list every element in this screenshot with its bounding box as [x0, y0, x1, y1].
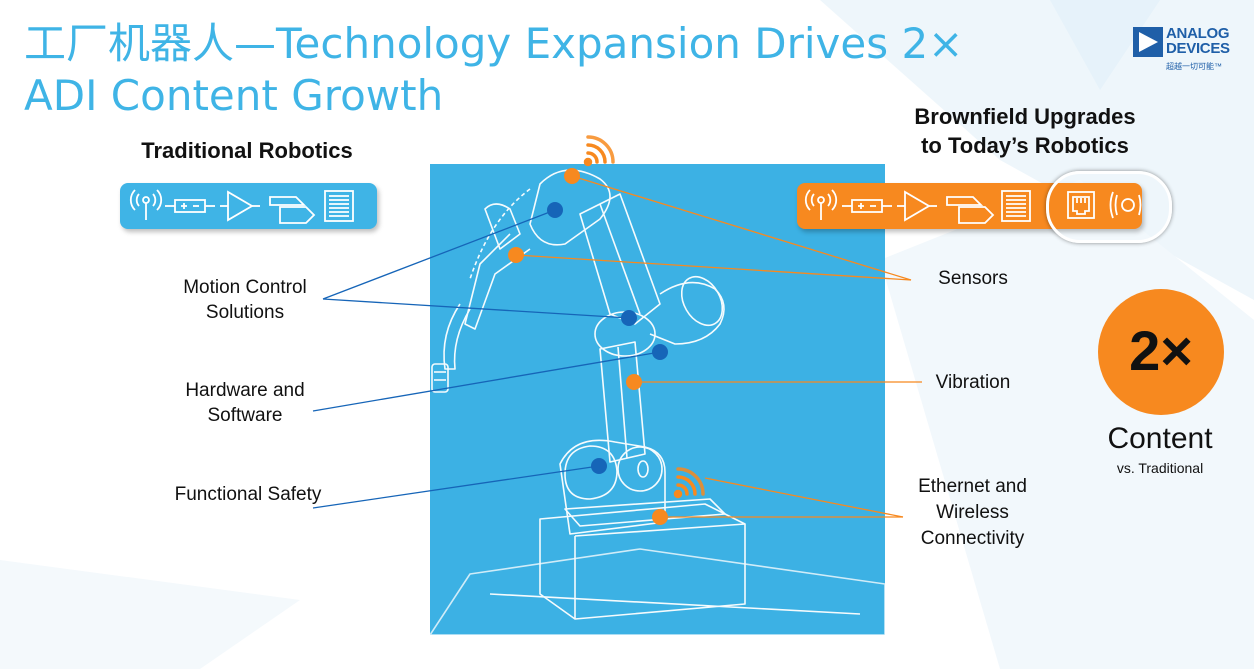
motion-control-dot	[547, 202, 563, 218]
analog-devices-logo: ANALOG DEVICES 超越一切可能™	[1133, 24, 1243, 74]
wireless-signal-icon	[583, 135, 615, 167]
antenna-icon	[129, 189, 163, 220]
converter-icon	[946, 196, 995, 224]
ethernet-dot	[652, 509, 668, 525]
growth-multiplier-badge: 2×	[1098, 289, 1224, 415]
resistor-icon	[842, 199, 892, 213]
ethernet-wireless-label: Ethernet and Wireless Connectivity	[918, 476, 1027, 549]
ethernet-line-1	[704, 477, 904, 518]
logo-name-line1: ANALOG	[1166, 25, 1230, 42]
motion-control-dot	[621, 310, 637, 326]
brownfield-heading-line2: to Today’s Robotics	[921, 133, 1129, 158]
hardware-software-label: Hardware and Software	[185, 380, 305, 426]
hardware-software-line	[312, 351, 661, 412]
amplifier-icon	[220, 190, 260, 222]
motion-control-line-2	[322, 298, 630, 319]
wireless-signal-icon	[673, 467, 705, 499]
comparison-label: vs. Traditional	[1116, 460, 1204, 476]
antenna-icon	[804, 189, 838, 220]
amplifier-icon	[897, 190, 937, 222]
content-label: Content	[1107, 422, 1213, 455]
chip-icon	[1001, 190, 1031, 222]
converter-icon	[269, 196, 316, 224]
motion-control-line-1	[322, 209, 556, 300]
functional-safety-label: Functional Safety	[174, 484, 322, 505]
logo-tagline: 超越一切可能™	[1166, 62, 1222, 71]
sensors-line-2	[515, 254, 912, 281]
new-content-highlight	[1046, 171, 1172, 243]
hardware-software-dot	[652, 344, 668, 360]
functional-safety-line	[312, 465, 600, 509]
vibration-label: Vibration	[935, 372, 1011, 393]
vibration-icon	[1109, 191, 1142, 219]
growth-multiplier: 2×	[1129, 319, 1193, 382]
vibration-dot	[626, 374, 642, 390]
slide-title: 工厂机器人—Technology Expansion Drives 2× ADI…	[24, 19, 964, 120]
adi-triangle-icon	[1133, 27, 1163, 57]
traditional-robotics-heading: Traditional Robotics	[141, 138, 353, 163]
robot-illustration	[430, 164, 885, 635]
brownfield-heading: Brownfield Upgrades to Today’s Robotics	[880, 102, 1170, 160]
sensor-dot	[564, 168, 580, 184]
chip-icon	[324, 190, 354, 222]
motion-control-label: Motion Control Solutions	[183, 277, 307, 323]
functional-safety-dot	[591, 458, 607, 474]
resistor-icon	[165, 199, 215, 213]
logo-name-line2: DEVICES	[1166, 40, 1230, 57]
brownfield-heading-line1: Brownfield Upgrades	[914, 104, 1136, 129]
sensors-label: Sensors	[938, 268, 1008, 289]
sensor-dot	[508, 247, 524, 263]
brownfield-icon-strip	[797, 183, 1142, 229]
traditional-icon-strip	[120, 183, 377, 229]
sensors-line-1	[571, 175, 912, 281]
